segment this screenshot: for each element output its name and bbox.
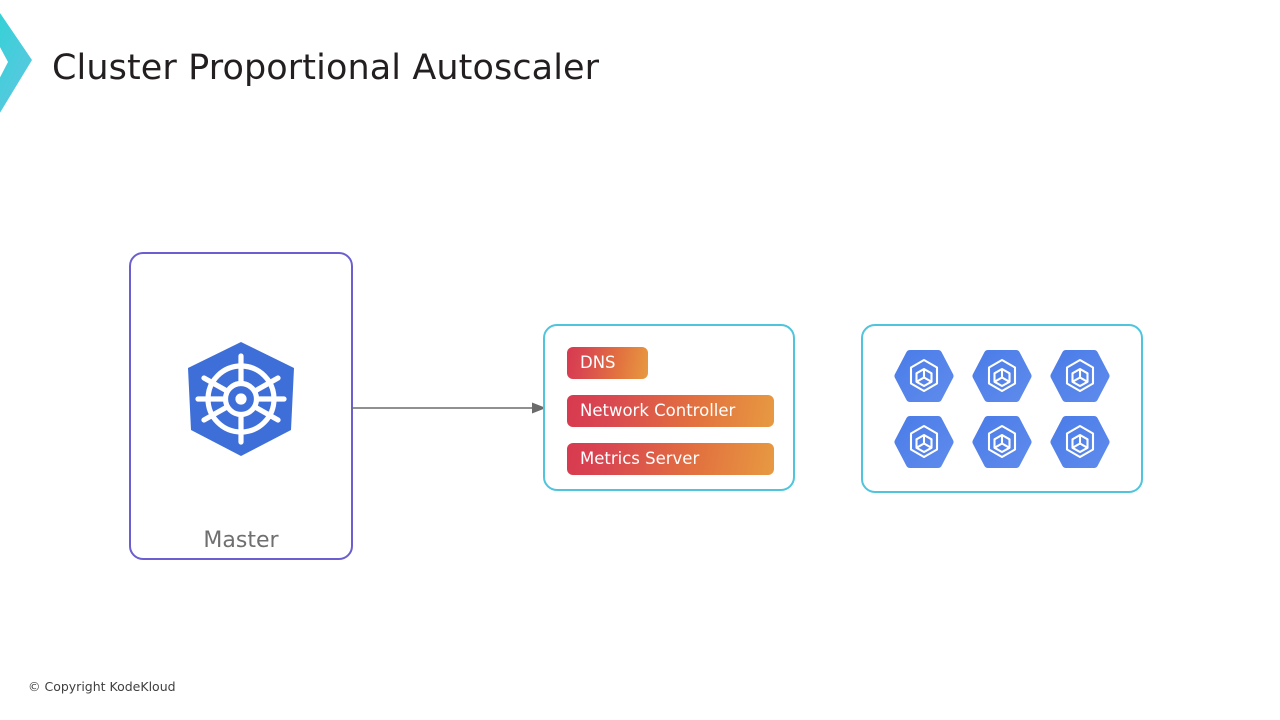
service-pill-network-controller[interactable]: Network Controller: [567, 395, 774, 427]
master-label: Master: [203, 528, 279, 553]
node-cube-hexagon-icon: [987, 424, 1017, 458]
node-cube-hexagon-icon: [987, 358, 1017, 392]
kubernetes-wheel-icon: [181, 340, 301, 458]
service-pill-metrics-server[interactable]: Metrics Server: [567, 443, 774, 475]
connector-arrow-master-to-services: [352, 392, 548, 424]
node-hexagon-3[interactable]: [1049, 348, 1111, 404]
cluster-services-panel[interactable]: DNS Network Controller Metrics Server: [543, 324, 795, 491]
service-pill-dns[interactable]: DNS: [567, 347, 648, 379]
node-cube-hexagon-icon: [909, 358, 939, 392]
node-hexagon-6[interactable]: [1049, 414, 1111, 470]
brand-chevron-logo: [0, 8, 42, 118]
copyright-notice: © Copyright KodeKloud: [28, 679, 176, 694]
worker-nodes-panel[interactable]: [861, 324, 1143, 493]
node-hexagon-4[interactable]: [893, 414, 955, 470]
node-hexagon-2[interactable]: [971, 348, 1033, 404]
node-cube-hexagon-icon: [1065, 424, 1095, 458]
master-node-panel[interactable]: Master: [129, 252, 353, 560]
node-hexagon-5[interactable]: [971, 414, 1033, 470]
page-title: Cluster Proportional Autoscaler: [52, 48, 600, 88]
node-cube-hexagon-icon: [909, 424, 939, 458]
node-cube-hexagon-icon: [1065, 358, 1095, 392]
node-hexagon-1[interactable]: [893, 348, 955, 404]
